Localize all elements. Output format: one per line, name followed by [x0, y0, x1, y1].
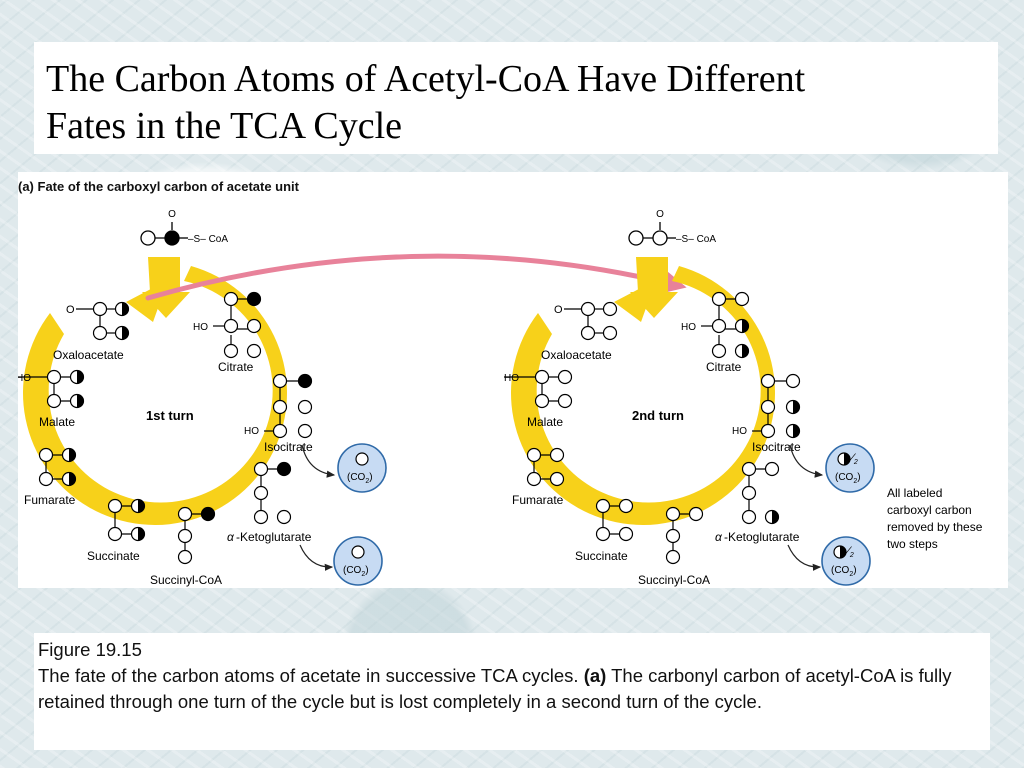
- caption-text-2: The carbonyl carbon of acetyl-CoA is ful…: [38, 665, 952, 712]
- succinate: Succinate: [87, 498, 146, 563]
- fumarate-label: Fumarate: [24, 493, 76, 507]
- co2-output-2: ⁄2 (CO2): [821, 536, 871, 586]
- co2-output-1: ⁄2 (CO2): [825, 443, 875, 493]
- cycle-arrowhead: [126, 280, 168, 322]
- citrate-label: Citrate: [218, 360, 254, 374]
- isocitrate-label: Isocitrate: [264, 440, 313, 454]
- co2-output-2: (CO2): [333, 536, 383, 586]
- svg-text:O: O: [554, 304, 563, 316]
- svg-text:O: O: [656, 209, 664, 220]
- fumarate: Fumarate: [512, 447, 565, 507]
- tca-diagram: (a) Fate of the carboxyl carbon of aceta…: [16, 179, 983, 587]
- svg-text:Malate: Malate: [527, 415, 563, 429]
- carbon-atom: [140, 230, 156, 246]
- svg-text:(CO2): (CO2): [831, 565, 857, 578]
- svg-text:HO: HO: [244, 426, 259, 437]
- first-turn-label: 1st turn: [146, 408, 194, 423]
- svg-text:removed by these: removed by these: [887, 520, 983, 534]
- side-note: All labeled carboxyl carbon removed by t…: [887, 486, 983, 551]
- succinate: Succinate: [575, 498, 634, 563]
- succinyl-coa-label: Succinyl-CoA: [150, 573, 222, 587]
- svg-text:Fumarate: Fumarate: [512, 493, 564, 507]
- svg-text:HO: HO: [193, 322, 208, 333]
- svg-text:(CO2): (CO2): [835, 472, 861, 485]
- co2-output-1: (CO2): [337, 443, 387, 493]
- svg-text:–S– CoA: –S– CoA: [676, 234, 716, 245]
- acetyl-coa: O –S– CoA: [628, 209, 716, 246]
- citrate: HO Citrate: [681, 291, 750, 374]
- labeled-carbon-atom: [164, 230, 180, 246]
- figure-panel: (a) Fate of the carboxyl carbon of aceta…: [16, 172, 1008, 588]
- slide-title-line2: Fates in the TCA Cycle: [46, 105, 403, 147]
- oxygen-label: O: [168, 209, 176, 220]
- panel-label: (a) Fate of the carboxyl carbon of aceta…: [18, 179, 300, 194]
- slide-title-line1: The Carbon Atoms of Acetyl-CoA Have Diff…: [46, 58, 806, 100]
- fumarate: Fumarate: [24, 447, 77, 507]
- isocitrate: HO Isocitrate: [732, 373, 801, 454]
- svg-text:carboxyl carbon: carboxyl carbon: [887, 503, 972, 517]
- caption-label-a: (a): [583, 665, 607, 686]
- malate: HO Malate: [504, 369, 573, 429]
- svg-text:(CO2): (CO2): [343, 565, 369, 578]
- svg-text:Isocitrate: Isocitrate: [752, 440, 801, 454]
- malate: HO Malate: [16, 369, 85, 429]
- succinyl-coa: Succinyl-CoA: [638, 506, 710, 587]
- second-turn-label: 2nd turn: [632, 408, 684, 423]
- svg-text:Succinyl-CoA: Succinyl-CoA: [638, 573, 710, 587]
- caption-box: Figure 19.15 The fate of the carbon atom…: [34, 633, 990, 750]
- acetyl-coa: O –S– CoA: [140, 209, 228, 246]
- svg-text:α: α: [715, 530, 723, 544]
- svg-text:Succinate: Succinate: [575, 549, 628, 563]
- alpha-ketoglutarate: α -Ketoglutarate: [715, 461, 800, 544]
- svg-text:two steps: two steps: [887, 537, 938, 551]
- svg-text:⁄2: ⁄2: [845, 545, 854, 559]
- cycle-second-turn: O –S– CoA O Oxaloacetate: [504, 209, 875, 587]
- svg-text:Oxaloacetate: Oxaloacetate: [541, 348, 612, 362]
- title-box: The Carbon Atoms of Acetyl-CoA Have Diff…: [34, 42, 998, 154]
- svg-text:HO: HO: [681, 322, 696, 333]
- svg-text:Citrate: Citrate: [706, 360, 742, 374]
- svg-text:HO: HO: [504, 373, 519, 384]
- svg-text:-Ketoglutarate: -Ketoglutarate: [724, 530, 800, 544]
- svg-text:⁄2: ⁄2: [849, 452, 858, 466]
- coa-label: –S– CoA: [188, 234, 228, 245]
- slide-title: The Carbon Atoms of Acetyl-CoA Have Diff…: [34, 42, 998, 150]
- svg-text:α: α: [227, 530, 235, 544]
- alpha-ketoglutarate: α -Ketoglutarate: [227, 461, 312, 544]
- transfer-arrow: [145, 253, 687, 301]
- succinate-label: Succinate: [87, 549, 140, 563]
- ketoglutarate-label: -Ketoglutarate: [236, 530, 312, 544]
- malate-label: Malate: [39, 415, 75, 429]
- svg-text:HO: HO: [18, 373, 31, 384]
- citrate: HO Citrate: [193, 291, 262, 374]
- svg-text:(CO2): (CO2): [347, 472, 373, 485]
- oxaloacetate: O Oxaloacetate: [541, 301, 618, 362]
- svg-text:O: O: [66, 304, 75, 316]
- figure-caption: Figure 19.15 The fate of the carbon atom…: [34, 633, 990, 715]
- cycle-first-turn: O –S– CoA O Oxaloacetate: [16, 209, 387, 587]
- oxaloacetate: O Oxaloacetate: [53, 301, 130, 362]
- succinyl-coa: Succinyl-CoA: [150, 506, 222, 587]
- svg-text:All labeled: All labeled: [887, 486, 942, 500]
- svg-text:HO: HO: [732, 426, 747, 437]
- caption-text-1: The fate of the carbon atoms of acetate …: [38, 665, 584, 686]
- oxaloacetate-label: Oxaloacetate: [53, 348, 124, 362]
- isocitrate: HO Isocitrate: [244, 373, 313, 454]
- figure-number: Figure 19.15: [38, 639, 142, 660]
